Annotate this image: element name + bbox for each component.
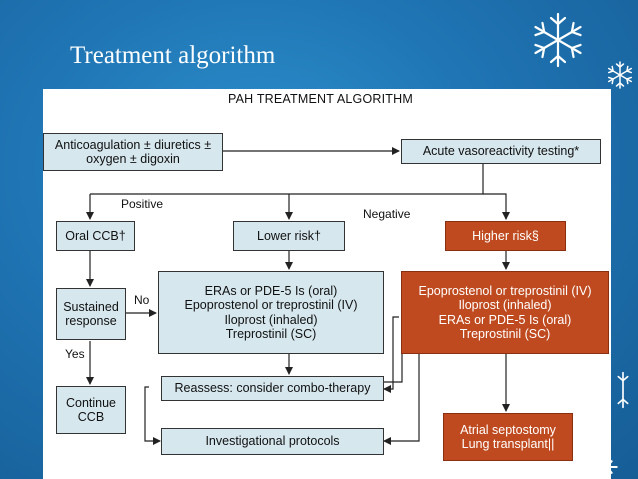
investigational-box: Investigational protocols [161, 428, 384, 455]
therapy-line: Epoprostenol or treprostinil (IV) [418, 283, 592, 298]
higher-risk-therapy-box: Epoprostenol or treprostinil (IV) Ilopro… [401, 271, 609, 354]
edge-label-no: No [134, 293, 150, 307]
arrow-higher-tx-to-reassess [383, 316, 399, 393]
continue-ccb-box: Continue CCB [56, 386, 126, 434]
sustained-response-line: Sustained [63, 299, 119, 314]
oral-ccb-label: Oral CCB† [65, 228, 126, 243]
surgery-line: Atrial septostomy [460, 422, 556, 437]
continue-ccb-line: CCB [77, 410, 105, 424]
edge-label-negative: Negative [363, 207, 411, 221]
investigational-label: Investigational protocols [205, 434, 340, 449]
oral-ccb-box: Oral CCB† [56, 221, 135, 251]
therapy-line: Iloprost (inhaled) [458, 298, 552, 312]
lower-risk-box: Lower risk† [233, 221, 345, 251]
reassess-box: Reassess: consider combo-therapy [161, 376, 384, 401]
arrow-higher-to-investigational [383, 352, 420, 445]
higher-risk-box: Higher risk§ [445, 221, 566, 251]
vasoreactivity-box: Acute vasoreactivity testing* [401, 139, 601, 164]
arrow-reassess-to-investigational [144, 386, 161, 445]
higher-risk-label: Higher risk§ [472, 228, 539, 243]
anticoagulation-line: oxygen ± digoxin [86, 152, 180, 166]
therapy-line: Treprostinil (SC) [225, 327, 317, 341]
anticoagulation-line: Anticoagulation ± diuretics ± [54, 137, 212, 152]
anticoagulation-box: Anticoagulation ± diuretics ± oxygen ± d… [43, 133, 223, 171]
snowflake-icon [617, 371, 629, 409]
therapy-line: Epoprostenol or treprostinil (IV) [184, 298, 358, 312]
arrow-to-higher-risk [483, 193, 507, 219]
lower-risk-label: Lower risk† [257, 228, 321, 243]
therapy-line: Iloprost (inhaled) [224, 312, 318, 327]
vasoreactivity-label: Acute vasoreactivity testing* [422, 144, 580, 159]
sustained-response-line: response [65, 314, 117, 328]
diagram-title: PAH TREATMENT ALGORITHM [228, 92, 413, 106]
snowflake-icon [606, 61, 634, 89]
therapy-line: ERAs or PDE-5 Is (oral) [438, 312, 572, 327]
algorithm-panel: PAH TREATMENT ALGORITHM Anticoagulation … [43, 89, 611, 479]
edge-label-yes: Yes [65, 347, 85, 361]
surgery-box: Atrial septostomy Lung transplant|| [443, 413, 573, 461]
slide-title: Treatment algorithm [70, 42, 276, 69]
therapy-line: Treprostinil (SC) [459, 327, 551, 341]
therapy-line: ERAs or PDE-5 Is (oral) [204, 283, 338, 298]
continue-ccb-line: Continue [65, 395, 117, 410]
reassess-label: Reassess: consider combo-therapy [174, 381, 371, 396]
flow-arrows [86, 147, 510, 445]
snowflake-icon [530, 12, 586, 68]
sustained-response-box: Sustained response [56, 288, 126, 340]
edge-label-positive: Positive [121, 197, 164, 211]
surgery-line: Lung transplant|| [461, 437, 555, 451]
lower-risk-therapy-box: ERAs or PDE-5 Is (oral) Epoprostenol or … [158, 271, 384, 354]
